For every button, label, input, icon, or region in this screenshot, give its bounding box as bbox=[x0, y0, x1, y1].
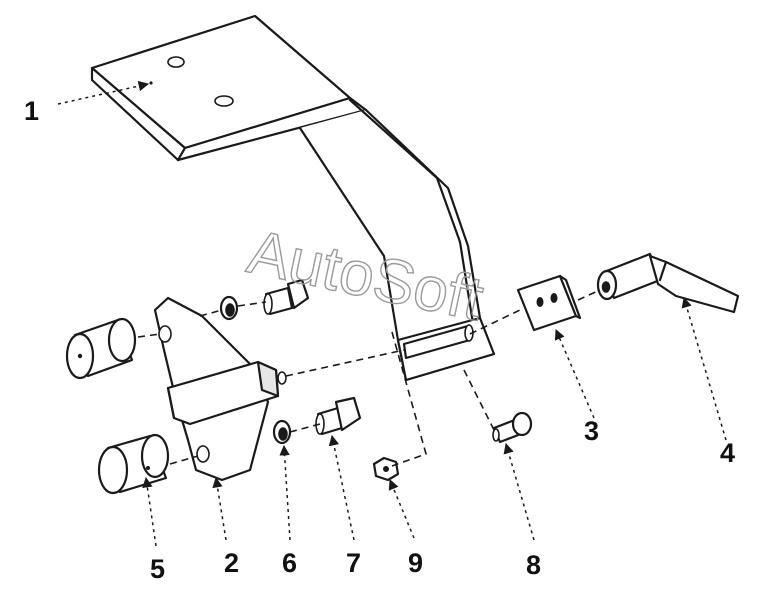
assembly-lines bbox=[137, 289, 601, 467]
callout-5: 5 bbox=[150, 554, 165, 584]
callout-8: 8 bbox=[526, 550, 541, 580]
callout-3: 3 bbox=[584, 416, 599, 446]
callout-6: 6 bbox=[282, 548, 297, 578]
bolt-part-7 bbox=[263, 278, 362, 436]
mounting-bracket-part-2 bbox=[153, 296, 287, 482]
callout-numbers: 1 2 3 4 5 6 7 9 8 bbox=[24, 96, 735, 584]
callout-9: 9 bbox=[408, 548, 423, 578]
leader-lines bbox=[57, 80, 727, 547]
pedal-bracket-part-1 bbox=[90, 14, 496, 382]
callout-4: 4 bbox=[720, 438, 735, 468]
callout-7: 7 bbox=[346, 548, 361, 578]
handle-lever-part-4 bbox=[596, 252, 740, 314]
spacer-plate-part-3 bbox=[516, 274, 582, 332]
nut-part-9 bbox=[372, 456, 400, 482]
pin-part-8 bbox=[492, 411, 533, 444]
callout-2: 2 bbox=[224, 548, 239, 578]
callout-1: 1 bbox=[24, 96, 39, 126]
rubber-bumper-part-5 bbox=[65, 317, 170, 495]
